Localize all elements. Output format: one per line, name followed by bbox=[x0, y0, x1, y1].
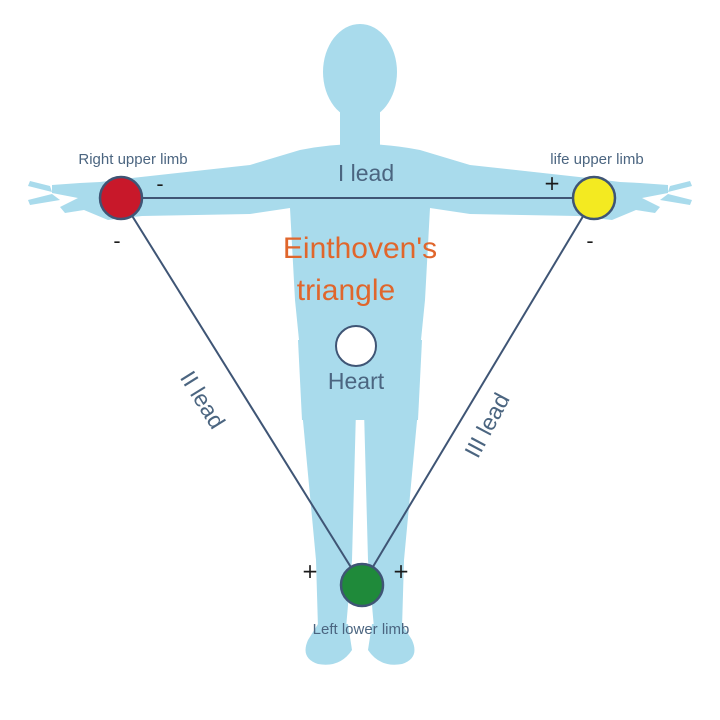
diagram-title-line2: triangle bbox=[297, 274, 395, 307]
right-upper-limb-electrode bbox=[98, 175, 144, 221]
lead-1-label: I lead bbox=[338, 160, 394, 186]
left-upper-limb-label: life upper limb bbox=[550, 151, 643, 168]
left-lower-limb-label: Left lower limb bbox=[313, 621, 410, 638]
lead-2-line bbox=[120, 197, 363, 586]
lead-3-line bbox=[361, 197, 595, 586]
left-lower-limb-electrode bbox=[339, 562, 385, 608]
lead-3-negative-sign: - bbox=[586, 229, 593, 253]
lead-2-label: II lead bbox=[175, 366, 230, 433]
lead-2-negative-sign: - bbox=[113, 229, 120, 253]
right-upper-limb-label: Right upper limb bbox=[78, 151, 187, 168]
heart-label: Heart bbox=[328, 368, 385, 394]
heart-marker bbox=[335, 325, 377, 367]
lead-lines bbox=[120, 197, 595, 586]
lead-3-positive-sign: + bbox=[393, 559, 410, 583]
lead-1-negative-sign: - bbox=[156, 172, 163, 196]
lead-1-positive-sign: + bbox=[544, 171, 561, 195]
lead-2-positive-sign: + bbox=[302, 559, 319, 583]
lead-3-label: III lead bbox=[459, 389, 514, 462]
left-upper-limb-electrode bbox=[571, 175, 617, 221]
diagram-title: Einthoven's bbox=[283, 232, 437, 265]
